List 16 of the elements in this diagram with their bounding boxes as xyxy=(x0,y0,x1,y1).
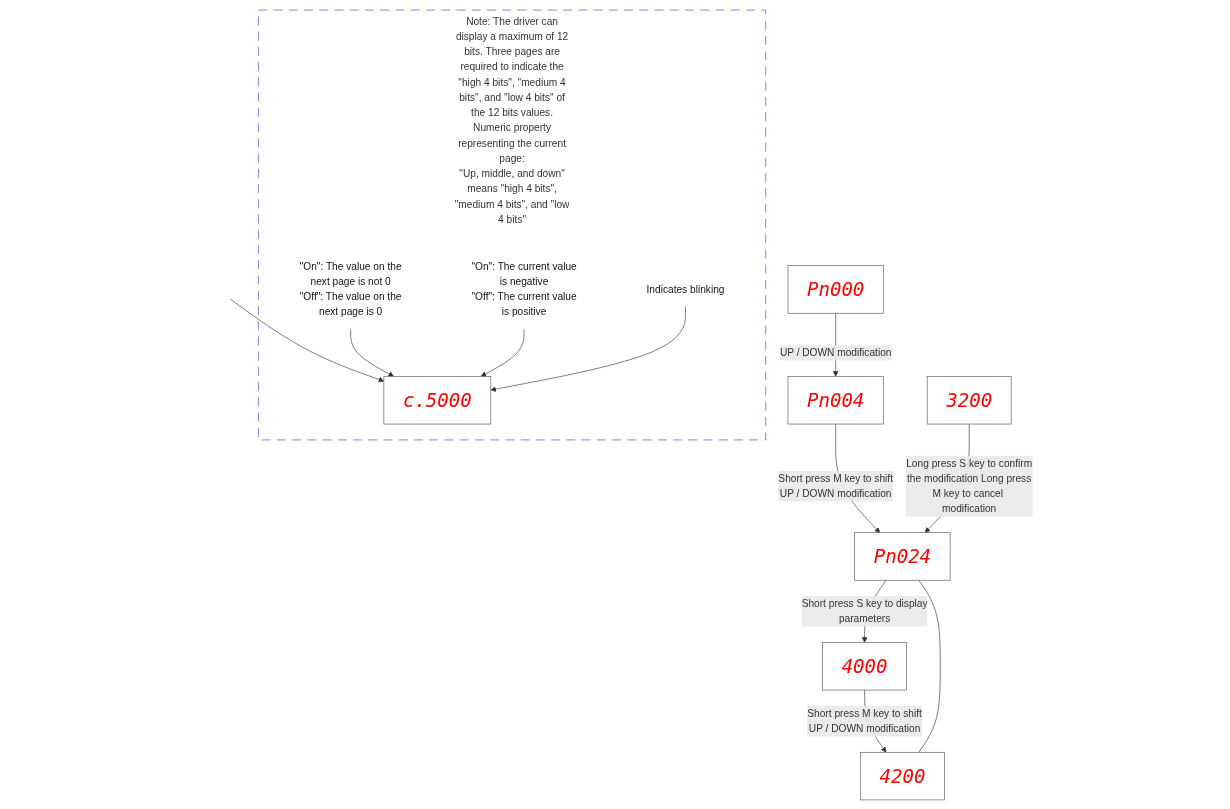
edge-label: Short press S key to display parameters xyxy=(801,597,928,624)
connector xyxy=(918,579,941,753)
edge-label: Short press M key to shift UP / DOWN modification xyxy=(806,707,922,734)
edge-label: Long press S key to confirm the modification Long press M key to cancel modification xyxy=(905,457,1032,514)
node-text: "On": The current value is negative "Off": The current value is positive xyxy=(471,260,577,317)
node-box: Pn004 xyxy=(787,375,884,424)
node-box: 4200 xyxy=(859,751,945,800)
node-text: "On": The value on the next page is not 0 "Off": The value on the next page is 0 xyxy=(299,260,402,317)
node-box: Pn000 xyxy=(787,264,884,314)
node-text: Indicates blinking xyxy=(646,283,725,295)
edge-label: UP / DOWN modification xyxy=(779,346,892,358)
node-box: Pn024 xyxy=(854,531,951,581)
node-box: c.5000 xyxy=(383,375,491,424)
node-box: 4000 xyxy=(821,641,907,690)
edge-label: Short press M key to shift UP / DOWN modification xyxy=(777,472,893,499)
node-box: 3200 xyxy=(926,375,1012,424)
